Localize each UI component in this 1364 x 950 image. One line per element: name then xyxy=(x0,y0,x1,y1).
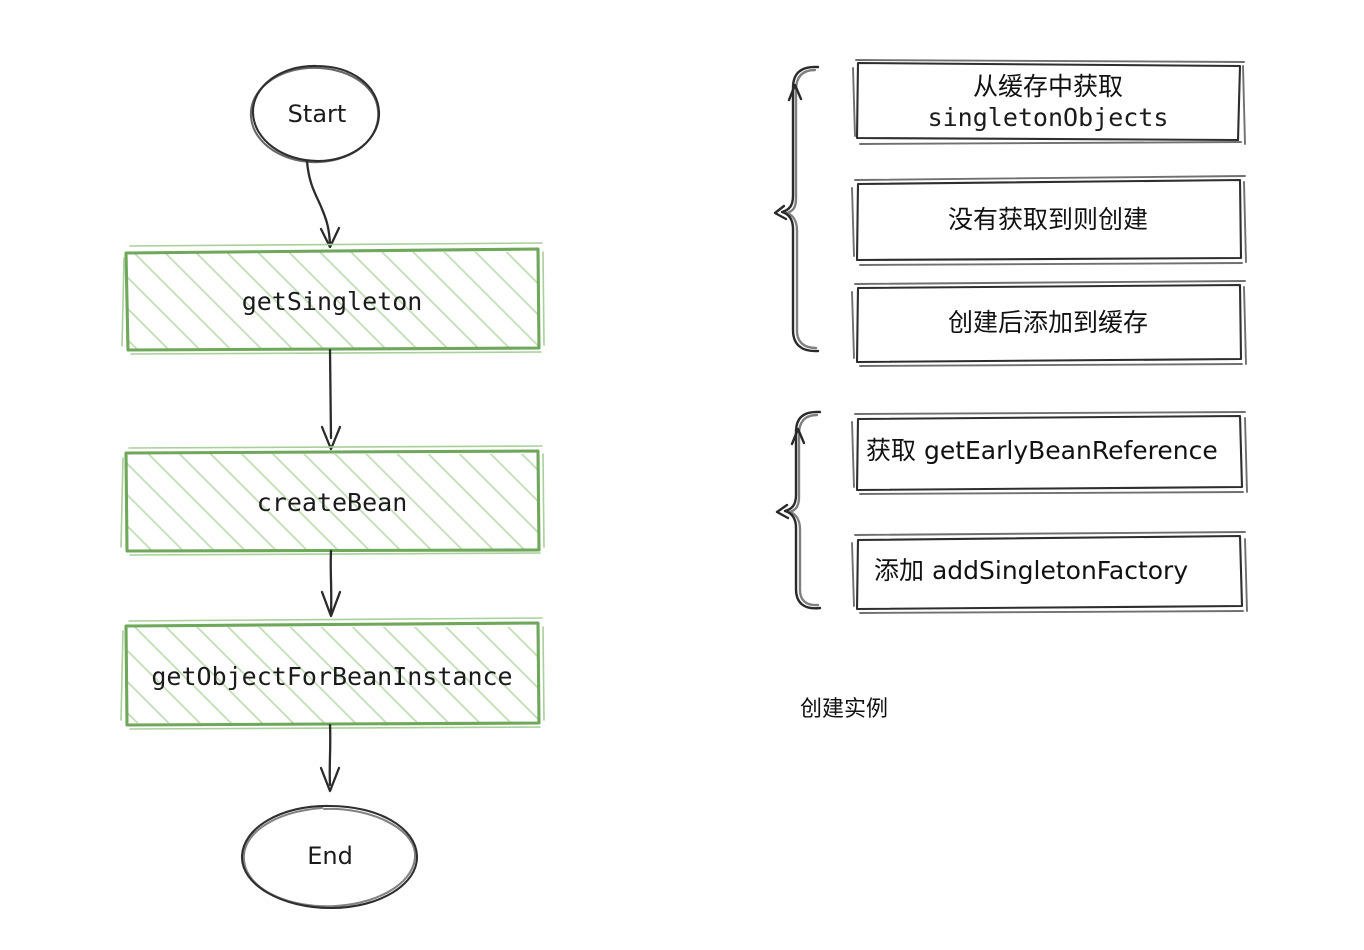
annotation-box-cache-get[interactable]: 从缓存中获取 singletonObjects xyxy=(852,59,1246,145)
process-box-createbean[interactable]: createBean xyxy=(120,445,545,556)
process-box-getobjectforbeaninstance-label: getObjectForBeanInstance xyxy=(151,662,512,691)
arrow-createbean-to-getobjectforbeaninstance xyxy=(320,549,342,618)
start-node-label: Start xyxy=(288,100,347,128)
brace-group-two xyxy=(775,410,822,610)
arrow-getobjectforbeaninstance-to-end xyxy=(319,723,341,793)
annotation-box-add-to-cache-label: 创建后添加到缓存 xyxy=(948,308,1148,337)
process-box-getsingleton[interactable]: getSingleton xyxy=(121,242,545,355)
process-box-getobjectforbeaninstance[interactable]: getObjectForBeanInstance xyxy=(120,617,545,730)
brace-group-one xyxy=(773,65,820,353)
start-node[interactable]: Start xyxy=(249,64,381,164)
annotation-box-add-singleton-factory[interactable]: 添加 addSingletonFactory xyxy=(851,531,1248,614)
end-node[interactable]: End xyxy=(240,804,419,910)
annotation-box-add-to-cache[interactable]: 创建后添加到缓存 xyxy=(851,280,1247,367)
process-box-createbean-label: createBean xyxy=(257,488,408,517)
annotation-box-add-singleton-factory-label: 添加 addSingletonFactory xyxy=(874,556,1188,585)
process-box-getsingleton-label: getSingleton xyxy=(242,287,423,316)
end-node-label: End xyxy=(307,842,353,870)
annotation-box-cache-get-line2: singletonObjects xyxy=(928,103,1169,132)
arrow-start-to-getsingleton xyxy=(305,159,341,249)
caption-create-instance: 创建实例 xyxy=(800,697,888,722)
arrow-getsingleton-to-createbean xyxy=(320,348,342,451)
annotation-box-get-early-bean-reference[interactable]: 获取 getEarlyBeanReference xyxy=(851,411,1248,495)
annotation-box-get-early-bean-reference-label: 获取 getEarlyBeanReference xyxy=(866,436,1218,465)
annotation-box-create-if-absent-label: 没有获取到则创建 xyxy=(948,205,1148,234)
annotation-box-create-if-absent[interactable]: 没有获取到则创建 xyxy=(851,175,1247,266)
annotation-box-cache-get-line1: 从缓存中获取 xyxy=(973,72,1123,101)
